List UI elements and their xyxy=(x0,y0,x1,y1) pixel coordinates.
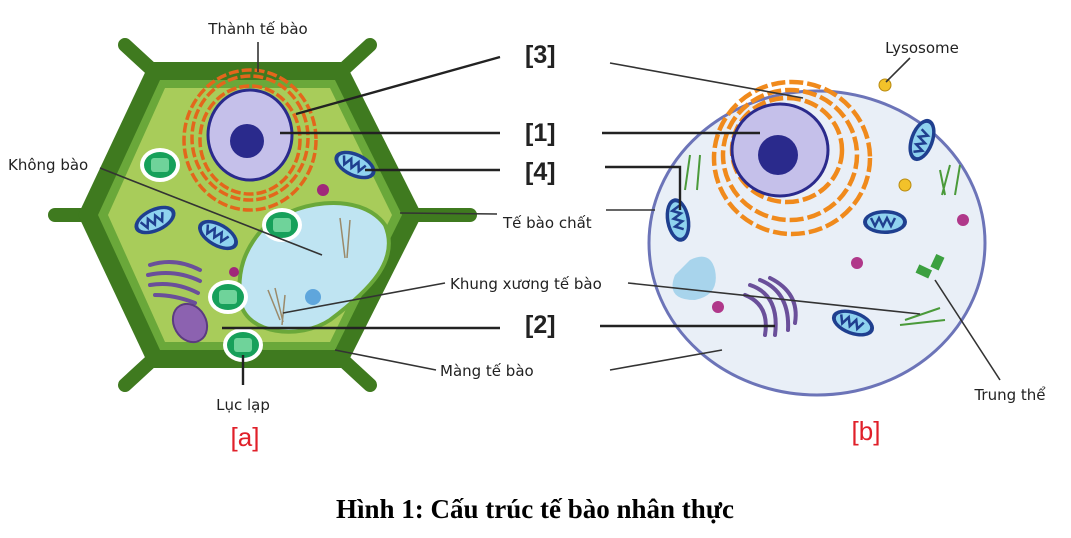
label-lysosome: Lysosome xyxy=(885,39,959,57)
label-cytoskeleton: Khung xương tế bào xyxy=(450,275,602,293)
figure-caption: Hình 1: Cấu trúc tế bào nhân thực xyxy=(336,494,734,524)
label-membrane: Màng tế bào xyxy=(440,362,534,380)
label-number-1: [1] xyxy=(525,119,556,147)
label-vacuole: Không bào xyxy=(8,156,88,174)
lysosome xyxy=(898,178,912,192)
nucleolus xyxy=(230,124,264,158)
label-number-3: [3] xyxy=(525,41,556,69)
label-centrosome: Trung thể xyxy=(973,386,1046,404)
plant-cell xyxy=(48,38,477,392)
chloroplast xyxy=(262,208,302,242)
panel-a-tag: [a] xyxy=(231,422,260,452)
nucleolus xyxy=(758,135,798,175)
label-cytoplasm: Tế bào chất xyxy=(502,214,592,232)
animal-cell xyxy=(647,78,987,397)
golgi xyxy=(146,259,202,305)
panel-b-tag: [b] xyxy=(852,416,881,446)
label-cell-wall: Thành tế bào xyxy=(207,20,307,38)
label-number-2: [2] xyxy=(525,311,556,339)
rough-er xyxy=(182,68,318,212)
label-chloroplast: Lục lạp xyxy=(216,396,270,414)
lysosome xyxy=(878,78,892,92)
chloroplast xyxy=(140,148,180,182)
chloroplast xyxy=(208,280,248,314)
leader-lines xyxy=(99,42,1001,385)
centrosome xyxy=(915,253,945,279)
label-number-4: [4] xyxy=(525,158,556,186)
mitochondrion xyxy=(861,208,909,236)
